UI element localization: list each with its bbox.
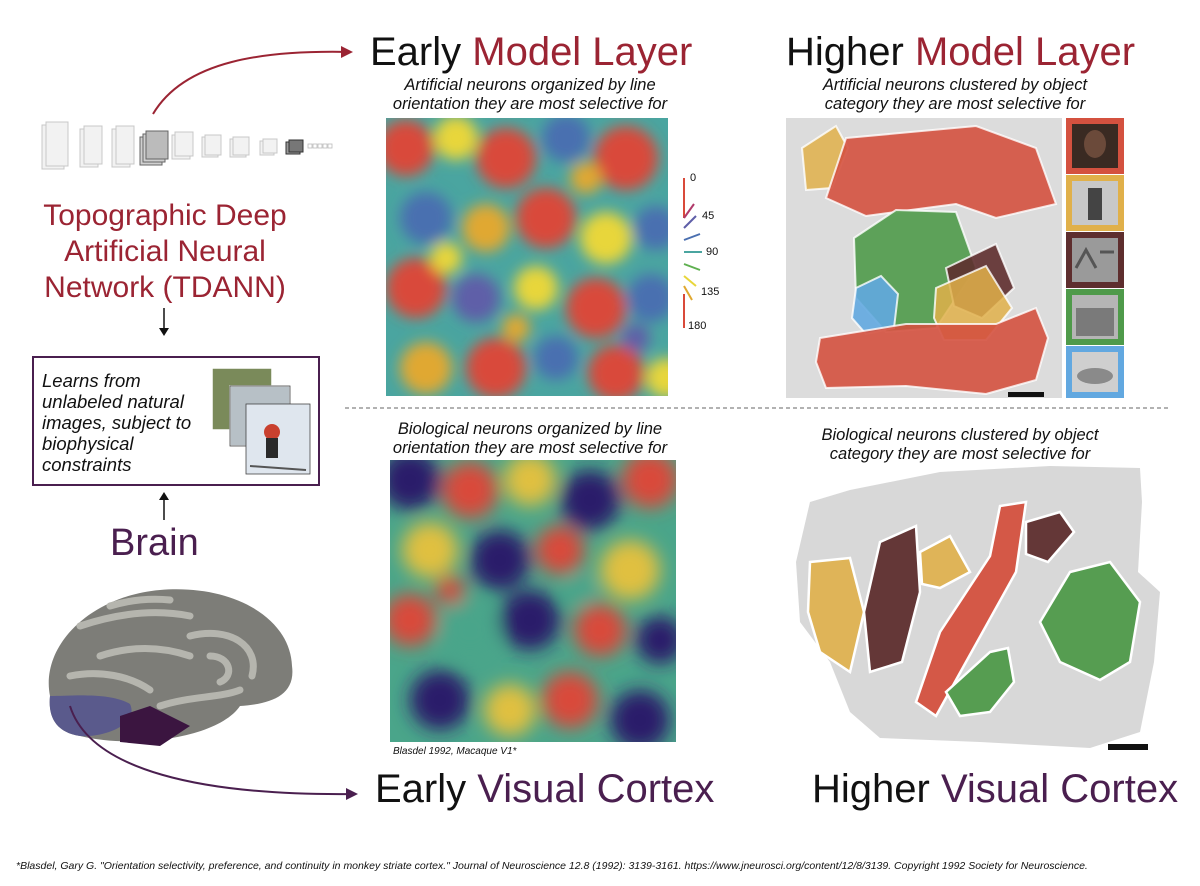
legend-label-45: 45 bbox=[702, 210, 715, 222]
category-thumbnails bbox=[1066, 118, 1124, 398]
section-divider bbox=[345, 407, 1170, 409]
brain-arrow-icon bbox=[69, 705, 358, 800]
model-category-map bbox=[786, 118, 1062, 398]
legend-label-135: 135 bbox=[701, 286, 720, 298]
footnote: *Blasdel, Gary G. "Orientation selectivi… bbox=[16, 860, 1088, 872]
curved-arrow-icon bbox=[152, 46, 353, 115]
up-arrow-icon bbox=[159, 492, 169, 520]
legend-label-0: 0 bbox=[690, 172, 697, 184]
early-model-layer-header: Early Model Layer bbox=[370, 30, 693, 74]
brain-icon bbox=[48, 589, 293, 746]
higher-model-layer-header: Higher Model Layer bbox=[786, 30, 1136, 74]
legend-label-180: 180 bbox=[688, 320, 707, 332]
early-visual-cortex-header: Early Visual Cortex bbox=[375, 767, 715, 811]
reference-label: Blasdel 1992, Macaque V1* bbox=[393, 746, 517, 757]
higher-cortex-caption: Biological neurons clustered by object c… bbox=[821, 426, 1099, 463]
car-thumbnail bbox=[1066, 346, 1124, 398]
orientation-legend-icon bbox=[683, 178, 702, 328]
down-arrow-icon bbox=[159, 308, 169, 336]
model-orientation-map bbox=[386, 118, 668, 396]
legend-label-90: 90 bbox=[706, 246, 719, 258]
higher-visual-cortex-header: Higher Visual Cortex bbox=[812, 767, 1179, 811]
brain-label: Brain bbox=[110, 522, 199, 564]
natural-images-icon bbox=[211, 367, 311, 475]
learns-text: Learns from unlabeled natural images, su… bbox=[42, 370, 192, 475]
tdann-title: Topographic Deep Artificial Neural Netwo… bbox=[43, 199, 287, 304]
body-thumbnail bbox=[1066, 175, 1124, 231]
place-thumbnail bbox=[1066, 289, 1124, 345]
early-cortex-caption: Biological neurons organized by line ori… bbox=[392, 420, 668, 457]
word-thumbnail bbox=[1066, 232, 1124, 288]
higher-model-caption: Artificial neurons clustered by object c… bbox=[822, 76, 1088, 113]
face-thumbnail bbox=[1066, 118, 1124, 174]
network-schematic-icon bbox=[41, 121, 333, 170]
early-model-caption: Artificial neurons organized by line ori… bbox=[392, 76, 668, 113]
cortex-orientation-map bbox=[390, 460, 676, 742]
cortex-category-map bbox=[796, 466, 1160, 750]
